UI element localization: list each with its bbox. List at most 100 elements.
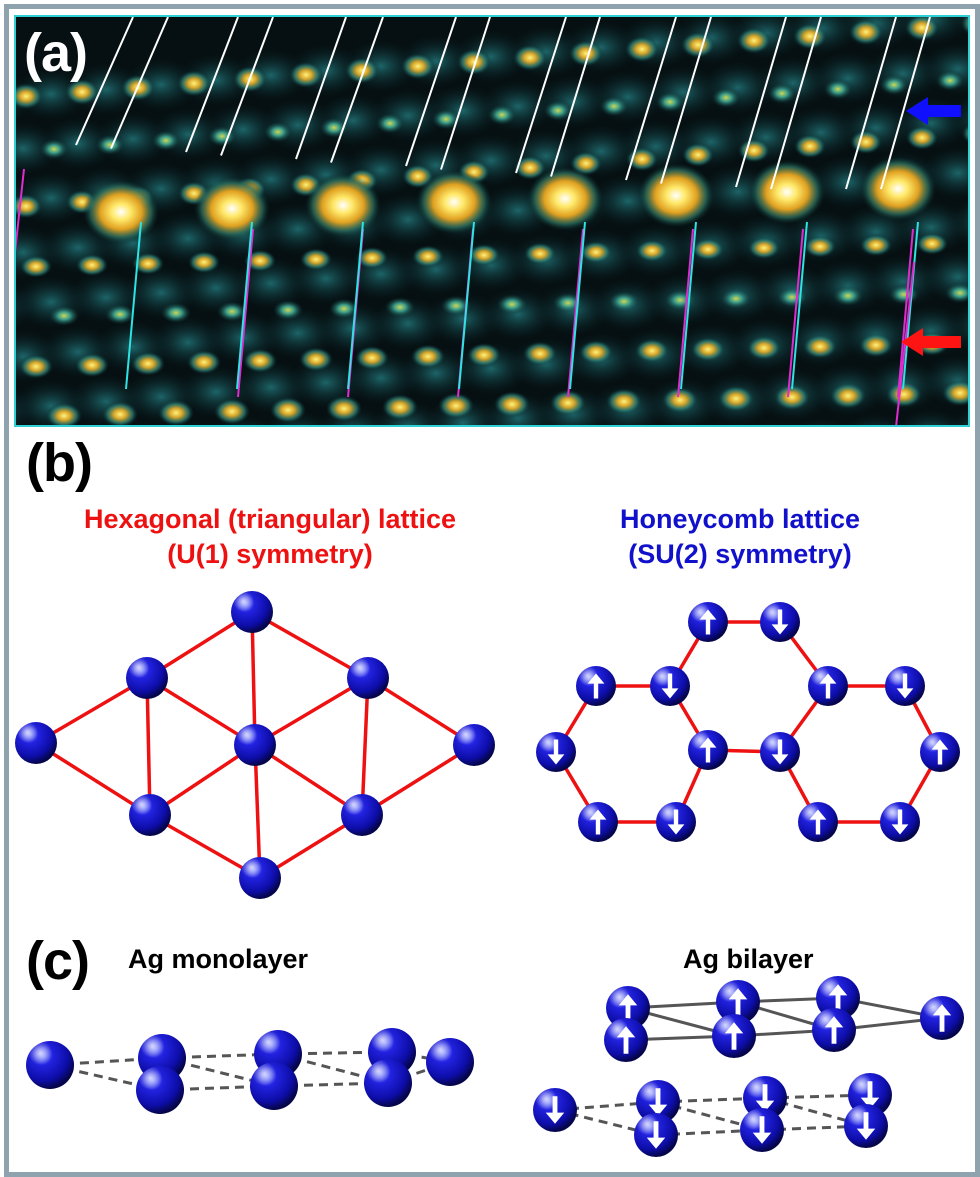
stm-atom [401,53,435,80]
stm-guide-line [677,228,694,398]
stm-atom [76,254,108,277]
stm-atom [580,241,612,264]
spin-up-atom [712,1014,756,1058]
stm-guide-line [550,17,601,177]
spin-down-atom [533,1088,577,1132]
spin-up-atom [688,730,728,770]
stm-atom [550,389,586,416]
stm-bright-atom [305,173,381,238]
atom-highlight [126,657,168,699]
atom [364,1059,412,1107]
stm-haze-spot [896,409,966,425]
stm-atom [524,242,556,265]
spin-up-atom [816,976,860,1020]
stm-atom [488,104,516,125]
stm-atom [768,83,796,104]
stm-atom [656,91,684,112]
stm-atom [411,344,445,369]
stm-atom [803,334,837,359]
stm-atom [880,74,908,95]
stm-atom [794,134,826,159]
arrow-down-icon [771,739,789,765]
arrow-up-icon [616,1026,636,1054]
stm-guide-line [220,17,274,156]
stm-atom [16,83,43,110]
atom-highlight [347,657,389,699]
stm-atom [208,126,236,147]
stm-atom [905,17,939,41]
arrow-down-icon [896,673,914,699]
stm-atom [20,255,52,278]
spin-up-atom [716,980,760,1024]
arrow-up-icon [824,1016,844,1044]
honeycomb-lattice-diagram [536,602,960,842]
stm-atom [747,335,781,360]
lattice-bond [250,611,257,746]
stm-haze-spot [178,262,254,314]
honeycomb-lattice-title: Honeycomb lattice (SU(2) symmetry) [520,502,960,572]
stm-atom [300,248,332,271]
stm-atom [636,239,668,262]
spin-down-atom [656,802,696,842]
stm-guide-line [770,17,822,190]
stm-atom [102,401,138,425]
atom-highlight [26,1041,74,1089]
stm-atom [326,395,362,422]
arrow-up-icon [618,994,638,1022]
stm-atom [718,385,754,412]
lattice-bond [35,741,151,817]
atom-highlight [426,1038,474,1086]
stm-atom [804,235,836,258]
stm-atom [441,295,471,316]
stm-haze-spot [948,407,968,425]
arrow-up-icon [699,737,717,763]
arrow-down-icon [545,1096,565,1124]
ag-monolayer-diagram [26,1028,474,1114]
stm-atom [131,351,165,376]
arrow-down-icon [771,609,789,635]
stm-guide-line [125,221,142,390]
stm-atom [859,333,893,358]
hexagonal-title-line1: Hexagonal (triangular) lattice [83,504,457,534]
spin-up-atom [812,1008,856,1052]
panel-c-label: (c) [26,931,90,991]
stm-atom [600,96,628,117]
stm-atom [188,251,220,274]
atom-highlight [453,724,495,766]
lattice-bond [360,677,370,816]
stm-atom [382,394,418,421]
atom [453,724,495,766]
atom-highlight [231,591,273,633]
ag-bilayer-diagram [533,976,964,1157]
stm-atom [824,79,852,100]
stm-atom [177,70,211,97]
stm-atom [579,340,613,365]
stm-guide-line [515,17,567,174]
stm-atom [748,236,780,259]
atom [234,724,276,766]
spin-up-atom [688,602,728,642]
lattice-bond [149,743,256,817]
atom-highlight [234,724,276,766]
atom-highlight [136,1066,184,1114]
stm-atom [299,347,333,372]
stm-atom [243,348,277,373]
stm-atom [833,285,863,306]
spin-down-atom [880,802,920,842]
arrow-down-icon [648,1088,668,1116]
red-arrow-icon [901,328,961,356]
lattice-bond [35,676,148,745]
arrow-down-icon [667,809,685,835]
arrow-up-icon [587,673,605,699]
atom-highlight [364,1059,412,1107]
stm-atom [625,36,659,63]
stm-atom [523,341,557,366]
bilayer-title: Ag bilayer [683,944,814,974]
stm-atom [712,87,740,108]
stm-guide-line [16,168,25,253]
stm-atom [329,298,359,319]
stm-atom [860,234,892,257]
stm-guide-line [110,17,169,149]
stm-atom [244,249,276,272]
